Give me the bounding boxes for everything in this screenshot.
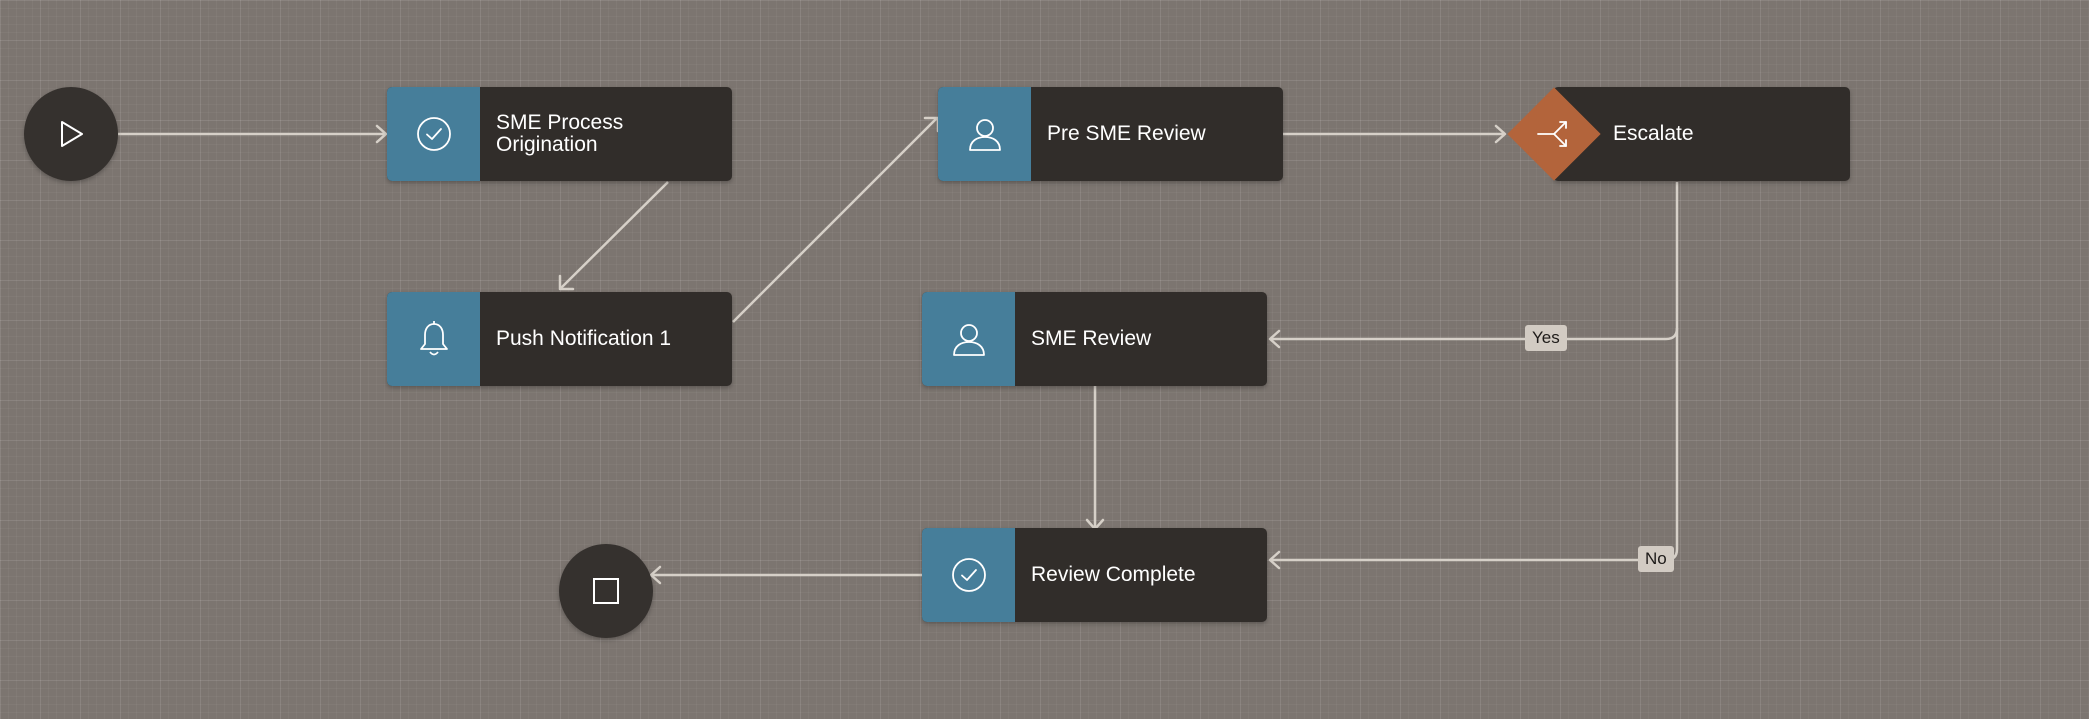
user-icon <box>968 119 1001 151</box>
arrowhead <box>558 274 575 291</box>
check-circle-icon <box>951 558 986 592</box>
task-icon-box <box>387 87 480 181</box>
task-icon-box <box>922 528 1015 622</box>
task-sme-review[interactable]: SME Review <box>922 292 1267 386</box>
edge-label-yes[interactable]: Yes <box>1525 325 1567 351</box>
arrowhead <box>1268 550 1281 570</box>
gateway-escalate[interactable]: Escalate <box>1553 87 1850 181</box>
task-review-complete[interactable]: Review Complete <box>922 528 1267 622</box>
edge-label-no[interactable]: No <box>1638 546 1674 572</box>
task-pre-sme-review[interactable]: Pre SME Review <box>938 87 1283 181</box>
connector-push-to-pre-review <box>732 117 938 323</box>
connector-origination-to-push <box>560 181 669 289</box>
bell-icon <box>419 321 448 356</box>
end-event[interactable] <box>559 544 653 638</box>
task-icon-box <box>387 292 480 386</box>
stop-icon <box>593 578 619 604</box>
task-icon-box <box>922 292 1015 386</box>
task-sme-process-origination[interactable]: SME Process Origination <box>387 87 732 181</box>
connector-escalate-to-review-complete <box>1271 328 1679 562</box>
start-event[interactable] <box>24 87 118 181</box>
task-label: Push Notification 1 <box>496 327 672 350</box>
task-push-notification-1[interactable]: Push Notification 1 <box>387 292 732 386</box>
task-icon-box <box>938 87 1031 181</box>
task-label: SME Process Origination <box>496 111 624 156</box>
arrowhead <box>1494 124 1507 144</box>
split-gateway-icon <box>1537 121 1567 147</box>
task-label: Pre SME Review <box>1047 122 1206 145</box>
arrowhead <box>1268 329 1281 349</box>
task-label: Review Complete <box>1031 563 1196 586</box>
connector-escalate-to-sme-review <box>1271 182 1679 341</box>
gateway-label: Escalate <box>1613 122 1694 145</box>
arrowhead <box>649 565 662 585</box>
check-circle-icon <box>416 117 451 151</box>
task-label: SME Review <box>1031 327 1152 350</box>
play-icon <box>61 121 83 147</box>
arrowhead <box>375 124 388 144</box>
user-icon <box>952 324 985 356</box>
